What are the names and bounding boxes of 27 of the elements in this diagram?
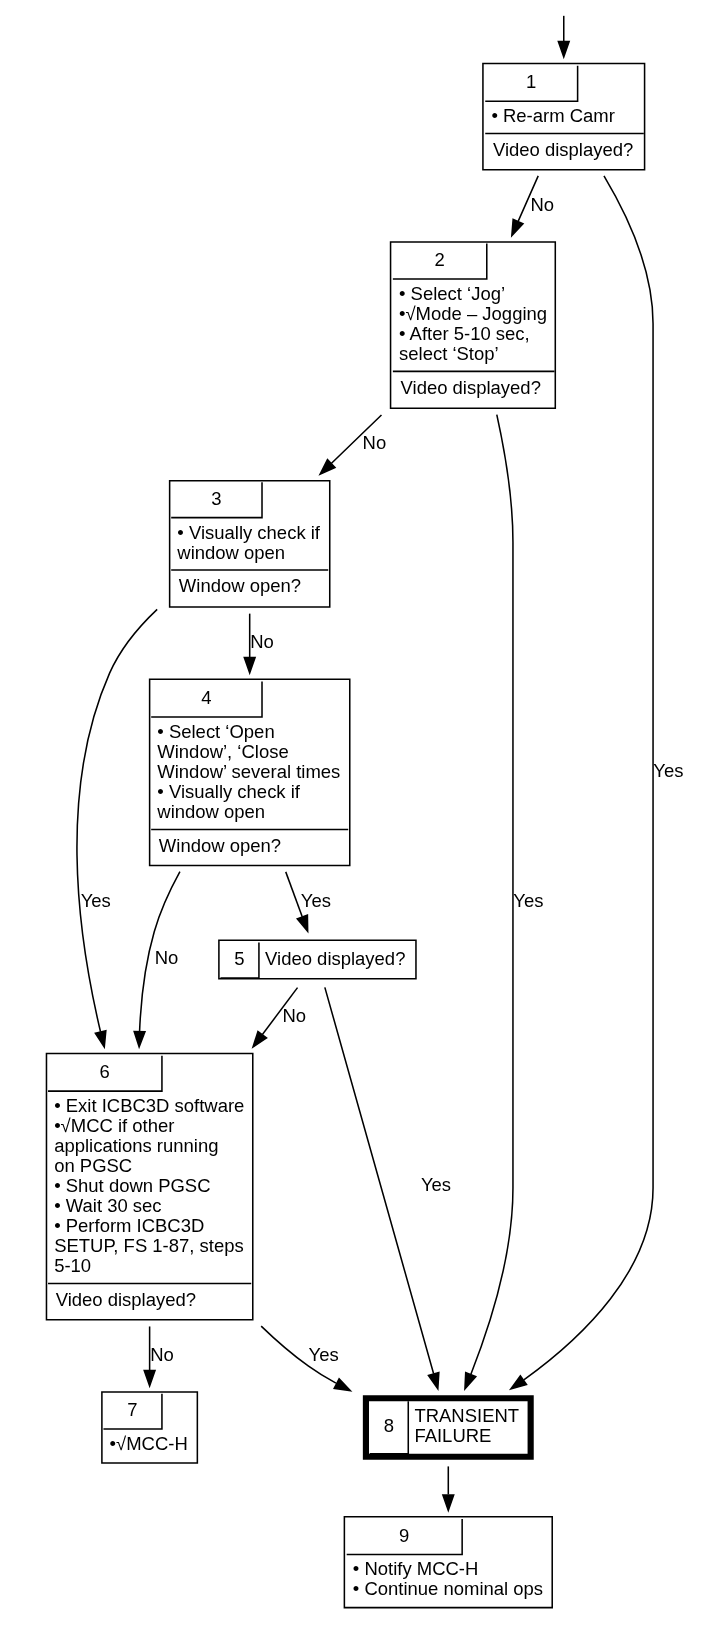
arrow [260,1325,353,1392]
arrow [251,986,299,1049]
arrow [143,1325,157,1389]
arrow [243,612,257,676]
arrow [510,175,539,238]
node-box: 8 TRANSIENT FAILURE [362,1395,534,1460]
arrow [464,413,514,1392]
arrow [76,608,158,1050]
arrow [324,986,440,1391]
edge-label: Yes [300,889,331,911]
edge-label: Yes [653,760,684,782]
arrow [133,870,181,1050]
edge-label: No [250,630,274,652]
edge-label: Yes [80,889,111,911]
arrow [285,871,309,934]
arrow [441,1465,455,1513]
edge-label: No [282,1004,307,1026]
arrow [557,15,571,60]
edge-label: Yes [308,1343,339,1365]
edge-label: No [530,193,555,215]
edge-label: No [362,432,387,454]
edge-label: Yes [513,889,544,911]
edge-label: Yes [420,1174,452,1196]
arrow [318,414,383,476]
edge-label: No [154,947,179,969]
edge-label: No [150,1343,174,1365]
arrow [508,175,654,1391]
